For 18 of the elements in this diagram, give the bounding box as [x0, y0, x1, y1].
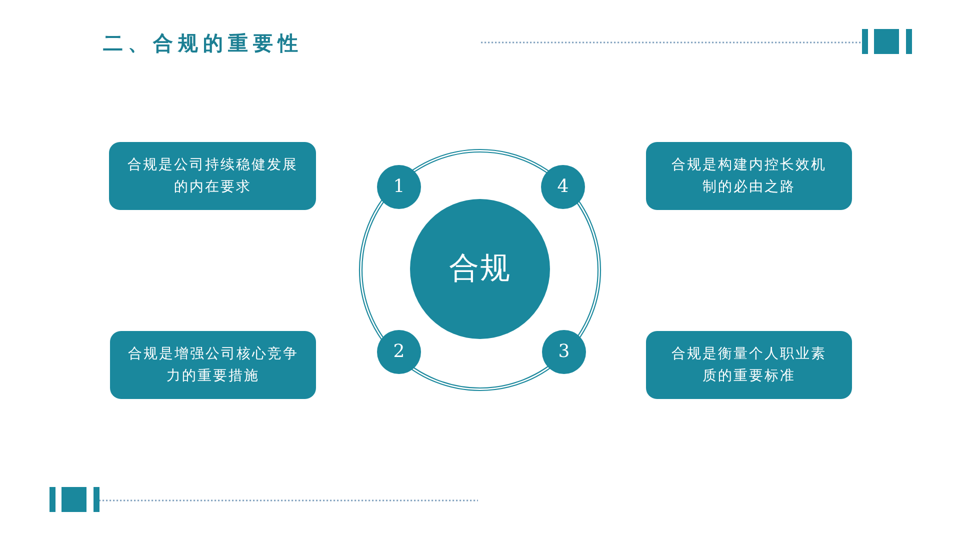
step-number: 3: [558, 342, 570, 362]
statement-text: 合规是公司持续稳健发展的内在要求: [126, 156, 299, 197]
number-circle: [377, 330, 421, 374]
statement-card: [110, 331, 316, 399]
number-circle: [541, 165, 585, 209]
step-number: 4: [557, 177, 569, 197]
statement-card: [646, 142, 852, 210]
statement-card: [109, 142, 316, 210]
statement-text: 合规是衡量个人职业素质的重要标准: [670, 345, 828, 386]
center-label: 合规: [449, 252, 511, 286]
slide-title: 二、合规的重要性: [103, 30, 303, 57]
number-circle: [542, 330, 586, 374]
statement-text: 合规是构建内控长效机制的必由之路: [670, 156, 828, 197]
statement-text: 合规是增强公司核心竞争力的重要措施: [126, 345, 300, 386]
step-number: 1: [393, 177, 405, 197]
number-circle: [377, 165, 421, 209]
step-number: 2: [393, 342, 405, 362]
statement-card: [646, 331, 852, 399]
